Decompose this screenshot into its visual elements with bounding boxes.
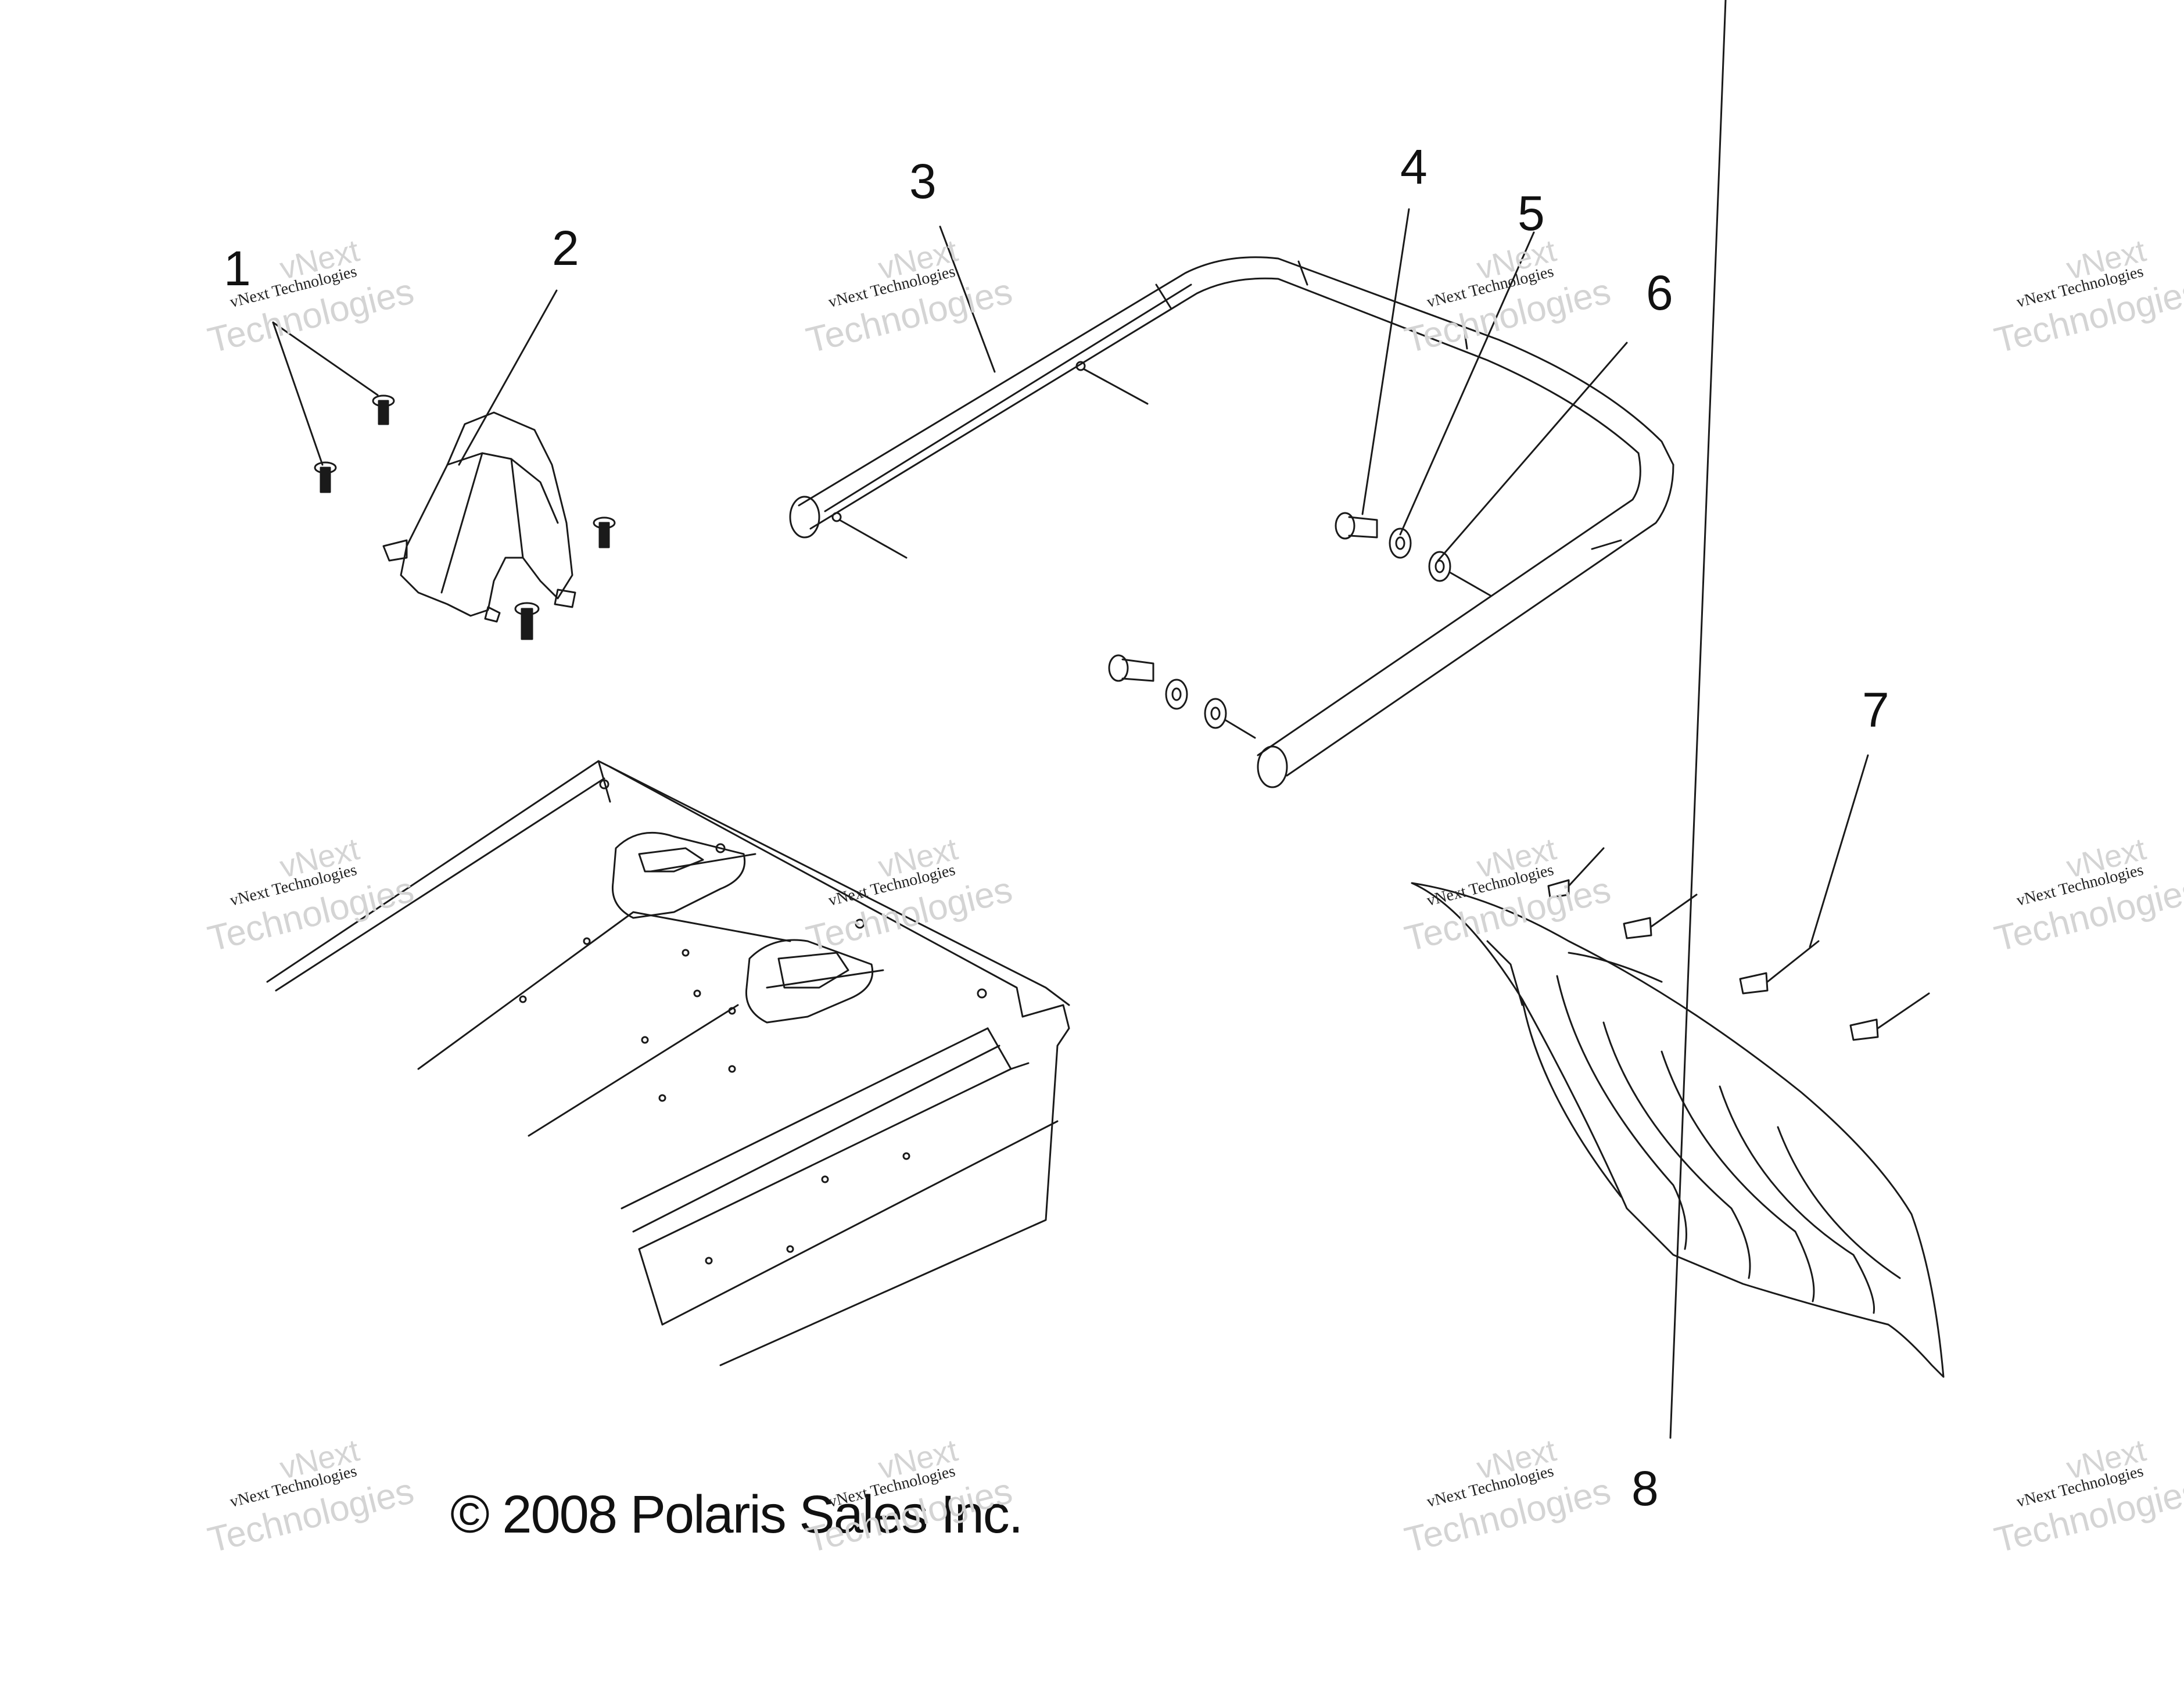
copyright-notice: © 2008 Polaris Sales Inc.	[450, 1485, 1023, 1544]
callout-8: 8	[1631, 1461, 1659, 1516]
callout-4: 4	[1400, 139, 1428, 194]
part-1-screws	[273, 322, 615, 639]
part-7-rivets	[1548, 755, 1929, 1040]
part-2-cover	[383, 290, 575, 622]
callout-5: 5	[1518, 186, 1545, 241]
callout-6: 6	[1646, 265, 1673, 320]
callout-3: 3	[909, 154, 937, 209]
callout-7: 7	[1862, 683, 1889, 737]
part-3-grab-bar	[790, 227, 1673, 787]
callout-2: 2	[552, 221, 579, 275]
tunnel-chassis	[267, 761, 1069, 1365]
callout-1: 1	[224, 241, 251, 296]
part-8-snowflap	[1412, 0, 1943, 1438]
parts-4-5-6-hardware	[1109, 209, 1627, 738]
